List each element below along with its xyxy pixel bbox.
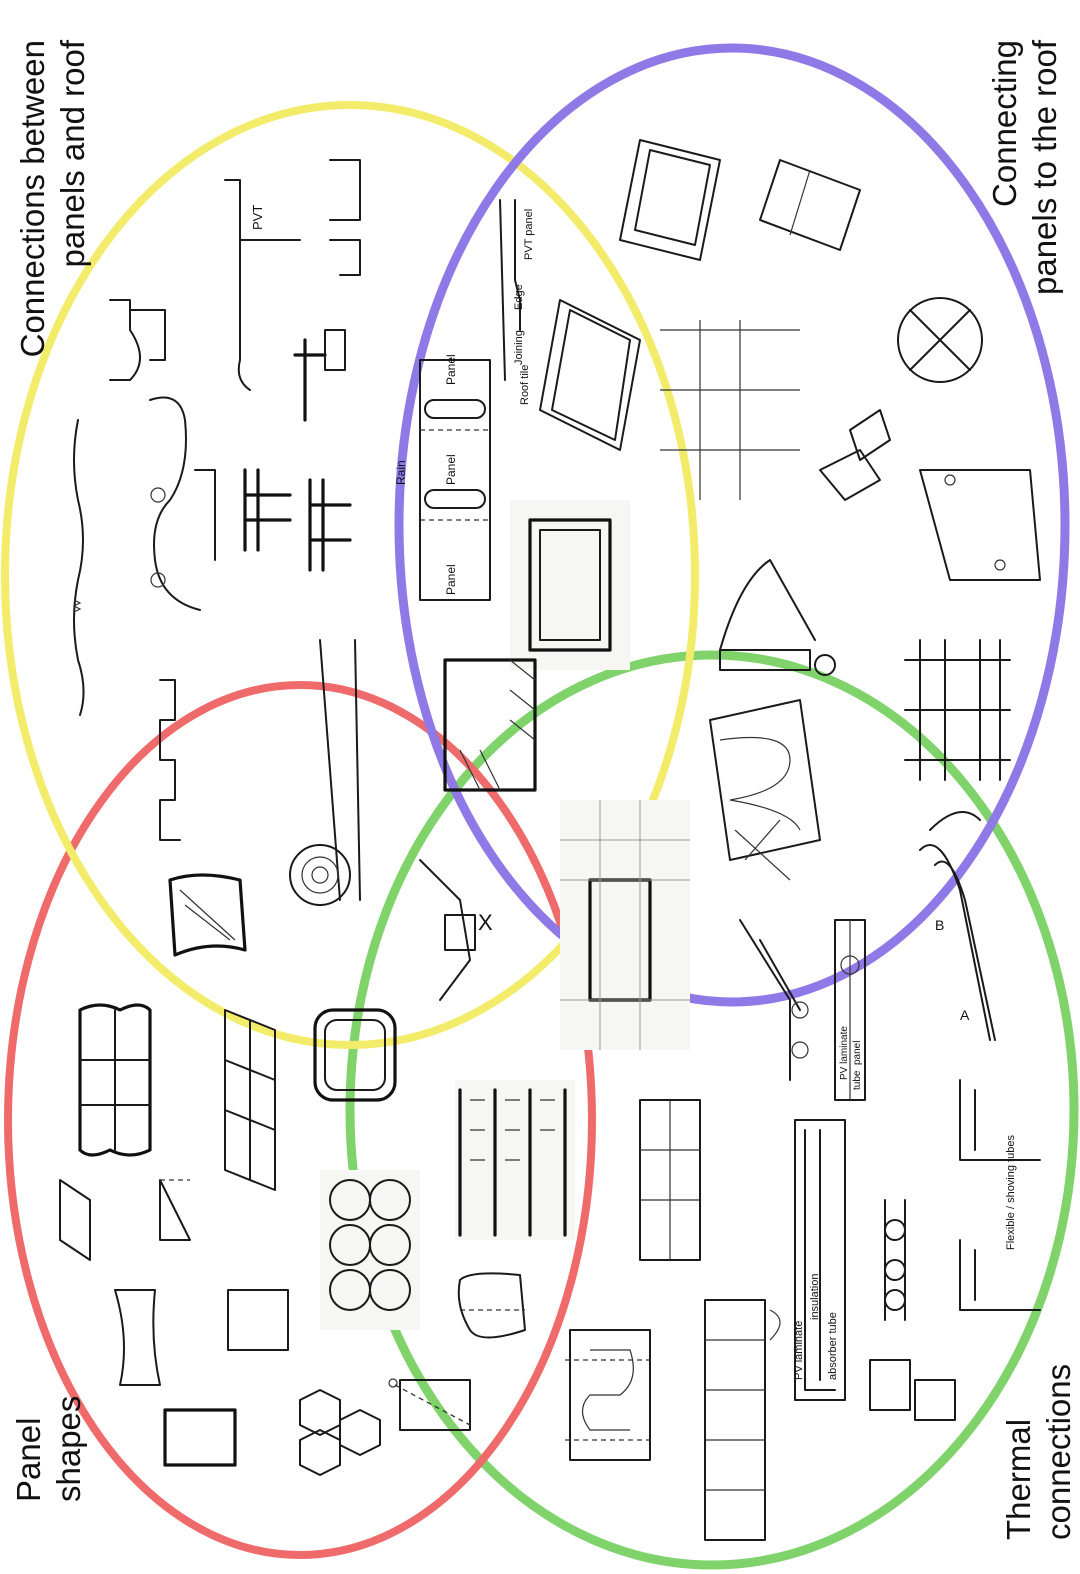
sketch-tube-laminate-section: PV laminate panel tube — [835, 920, 865, 1100]
sketch-absorber-cross-section: PV laminate insulation absorber tube — [793, 1120, 845, 1400]
sketch-panel-over-tiles — [620, 140, 720, 260]
svg-text:PV laminate: PV laminate — [839, 1026, 850, 1080]
svg-text:panels and roof: panels and roof — [54, 39, 91, 267]
svg-text:Connections between: Connections between — [14, 40, 51, 357]
sketch-u-tube-panel — [565, 1330, 655, 1460]
sketch-bolted-plate — [920, 470, 1040, 580]
svg-text:Panel: Panel — [444, 454, 458, 485]
svg-text:B: B — [935, 917, 944, 933]
sketch-panel-grid-thermal — [640, 1100, 700, 1260]
sketch-clamp-detail: X — [420, 860, 493, 1000]
label-connecting-panels-to-roof: Connecting panels to the roof — [986, 39, 1063, 295]
sketch-pipe-bracket — [870, 1360, 955, 1420]
sketch-screw-clip — [295, 330, 345, 420]
sketch-ab-transition: B A — [920, 812, 995, 1040]
sketch-flexible-tubes: Flexible / shoving tubes — [960, 1080, 1040, 1310]
sketch-wavy-tiles — [170, 875, 245, 955]
svg-text:panels to the roof: panels to the roof — [1026, 39, 1063, 295]
sketch-t-clip — [110, 300, 165, 380]
sketch-tilted-panel — [540, 300, 640, 450]
sketch-round-cross-fixing — [898, 298, 982, 382]
svg-text:PVT panel: PVT panel — [523, 209, 535, 260]
sketch-curved-sheet — [115, 1290, 160, 1385]
sketch-step-profile — [330, 160, 360, 275]
svg-text:absorber tube: absorber tube — [827, 1312, 839, 1380]
label-thermal-connections: Thermal connections — [1000, 1364, 1077, 1540]
sketch-square — [228, 1290, 288, 1350]
svg-text:Joining: Joining — [513, 330, 525, 365]
sketch-tile-edge-joining: PVT panel Edge Joining Roof tile — [500, 200, 535, 405]
svg-text:PVT: PVT — [250, 205, 265, 230]
sketch-shingle-stack — [160, 680, 180, 840]
sketch-wavy-sheet — [74, 420, 84, 715]
svg-text:Rain: Rain — [394, 460, 408, 485]
sketch-pvt-overlap: PVT — [225, 180, 300, 390]
sketch-triangle-cut — [160, 1180, 190, 1240]
svg-text:panel: panel — [852, 1041, 863, 1065]
svg-text:Flexible / shoving tubes: Flexible / shoving tubes — [1005, 1135, 1017, 1250]
sketch-cross-connector — [820, 410, 890, 500]
svg-text:tube: tube — [852, 1070, 863, 1090]
svg-text:X: X — [478, 910, 493, 935]
svg-text:Panel: Panel — [10, 1418, 47, 1502]
svg-text:insulation: insulation — [809, 1274, 821, 1320]
svg-text:Connecting: Connecting — [986, 40, 1023, 207]
svg-text:connections: connections — [1040, 1364, 1077, 1540]
sketch-grid-building — [560, 800, 690, 1050]
svg-text:PV laminate: PV laminate — [793, 1321, 805, 1380]
sketch-tube-fitting-chain — [885, 1200, 905, 1320]
sketch-framed-panel — [510, 500, 630, 670]
sketch-cell-strip-modules — [455, 1080, 575, 1240]
sketch-stacked-u-panels — [705, 1300, 780, 1540]
svg-text:Thermal: Thermal — [1000, 1419, 1037, 1540]
sketch-zigzag-strip — [225, 1010, 275, 1190]
sketch-hexagon-cluster — [300, 1390, 380, 1475]
svg-text:Panel: Panel — [444, 354, 458, 385]
svg-text:Edge: Edge — [513, 284, 525, 310]
sketch-parallelogram — [60, 1180, 90, 1260]
sketch-circle-tiling — [320, 1170, 420, 1330]
label-connections-between-panels-roof: Connections between panels and roof — [14, 39, 91, 357]
sketch-stake-rails — [905, 640, 1010, 780]
sketch-ladder-rails — [245, 470, 350, 570]
sketch-serpentine-absorber — [710, 700, 820, 880]
sketch-curved-square-grid — [80, 1005, 150, 1155]
svg-text:Roof tile: Roof tile — [519, 365, 531, 405]
sketch-thick-rectangle — [165, 1410, 235, 1465]
sketch-curved-corner-tile — [459, 1273, 525, 1337]
label-panel-shapes: Panel shapes — [10, 1396, 87, 1502]
svg-text:Panel: Panel — [444, 564, 458, 595]
sketch-hook-seam — [150, 398, 215, 611]
sketch-rail-grid — [660, 320, 800, 500]
svg-text:A: A — [960, 1007, 970, 1023]
sketch-hinged-bracket — [760, 160, 860, 250]
sketch-rolled-panel — [290, 640, 360, 905]
svg-text:shapes: shapes — [50, 1396, 87, 1502]
